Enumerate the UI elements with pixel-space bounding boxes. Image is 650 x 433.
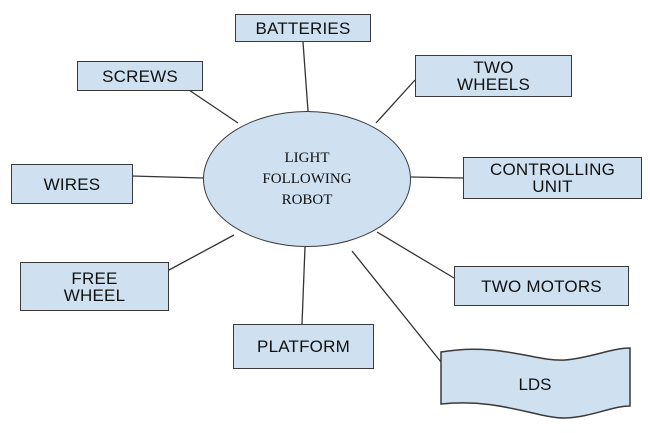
node-batteries: BATTERIES <box>235 14 371 42</box>
connector-free-wheel <box>168 234 235 271</box>
node-controlling-unit: CONTROLLING UNIT <box>463 157 642 199</box>
center-node-label: LIGHT FOLLOWING ROBOT <box>262 149 352 208</box>
node-two-wheels-label: TWO WHEELS <box>457 58 530 94</box>
node-controlling-unit-label: CONTROLLING UNIT <box>490 160 615 196</box>
node-screws: SCREWS <box>77 61 203 91</box>
node-screws-label: SCREWS <box>102 66 178 86</box>
node-wires-label: WIRES <box>43 174 101 194</box>
lds-wave-shape <box>440 347 631 419</box>
node-platform-label: PLATFORM <box>257 337 350 356</box>
node-two-wheels: TWO WHEELS <box>415 55 572 97</box>
node-lds: LDS <box>441 368 629 402</box>
node-lds-label: LDS <box>518 375 552 394</box>
node-free-wheel: FREE WHEEL <box>20 262 169 311</box>
connector-controlling-unit <box>410 176 464 179</box>
connector-lds <box>351 250 442 363</box>
node-two-motors-label: TWO MOTORS <box>481 276 602 296</box>
node-batteries-label: BATTERIES <box>255 18 351 38</box>
node-two-motors: TWO MOTORS <box>454 266 629 306</box>
connector-two-wheels <box>375 79 416 124</box>
center-node-light-following-robot: LIGHT FOLLOWING ROBOT <box>203 111 411 247</box>
node-platform: PLATFORM <box>233 324 374 369</box>
connector-batteries <box>302 41 309 112</box>
connector-platform <box>301 246 306 325</box>
connector-wires <box>131 175 204 179</box>
node-wires: WIRES <box>11 164 133 204</box>
connector-screws <box>185 87 239 124</box>
connector-two-motors <box>376 231 455 279</box>
node-free-wheel-label: FREE WHEEL <box>63 268 126 305</box>
